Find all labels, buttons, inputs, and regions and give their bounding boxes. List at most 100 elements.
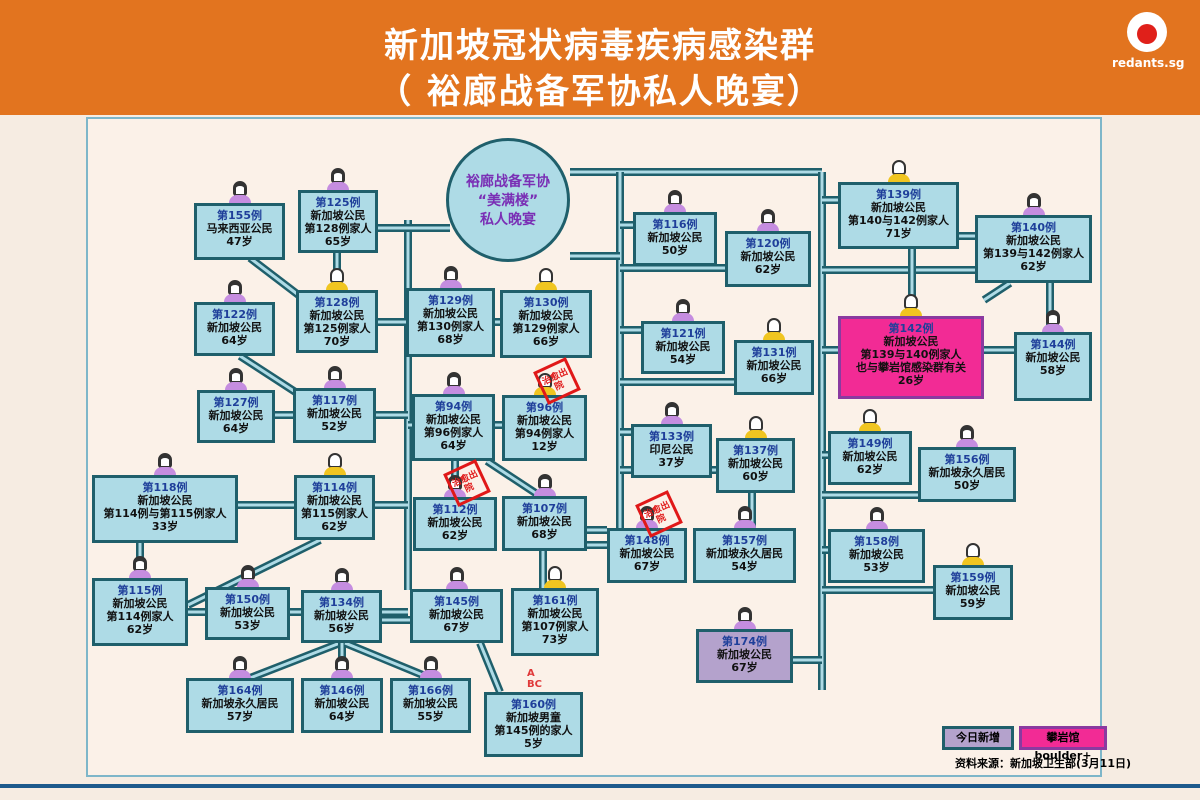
case-number: 第166例 — [408, 684, 453, 697]
case-number: 第139例 — [876, 188, 921, 201]
female-avatar-icon — [533, 474, 557, 496]
case-detail: 62岁 — [126, 623, 154, 636]
case-detail: 新加坡公民 — [208, 409, 264, 422]
case-detail: 67岁 — [443, 621, 470, 634]
female-avatar-icon — [756, 209, 780, 231]
female-avatar-icon — [1022, 193, 1046, 215]
case-detail: 52岁 — [321, 420, 348, 433]
case-detail: 新加坡男童 — [506, 711, 561, 724]
female-avatar-icon — [663, 190, 687, 212]
case-number: 第140例 — [1011, 221, 1056, 234]
case-detail: 新加坡公民 — [307, 494, 362, 507]
female-avatar-icon — [442, 372, 466, 394]
case-detail: 新加坡公民 — [112, 597, 168, 610]
case-detail: 50岁 — [661, 244, 689, 257]
case-detail: 第139与142例家人 — [983, 247, 1084, 260]
cluster-origin-circle: 裕廊战备军协 “美满楼” 私人晚宴 — [446, 138, 570, 262]
case-detail: 26岁 — [897, 374, 925, 387]
case-number: 第155例 — [217, 209, 262, 222]
case-detail: 新加坡公民 — [207, 321, 262, 334]
female-avatar-icon — [671, 299, 695, 321]
case-number: 第128例 — [314, 296, 360, 309]
ant-logo-icon — [1127, 12, 1167, 52]
case-detail: 新加坡公民 — [740, 250, 796, 263]
male-avatar-icon — [961, 543, 985, 565]
case-detail: 第107例家人 — [521, 620, 589, 633]
connector-line — [239, 354, 301, 397]
female-avatar-icon — [635, 506, 659, 528]
connector-line — [344, 641, 431, 680]
male-avatar-icon — [899, 294, 923, 316]
case-detail: 第96例家人 — [423, 426, 484, 439]
case-detail: 第139与140例家人 — [860, 348, 962, 361]
case-number: 第149例 — [847, 437, 893, 450]
case-detail: 新加坡公民 — [429, 608, 484, 621]
female-avatar-icon — [419, 656, 443, 678]
case-number: 第144例 — [1030, 338, 1076, 351]
case-detail: 67岁 — [731, 661, 758, 674]
redants-logo: redants.sg — [1112, 12, 1184, 70]
case-detail: 新加坡公民 — [427, 516, 483, 529]
male-avatar-icon — [323, 453, 347, 475]
female-avatar-icon — [153, 453, 177, 475]
case-detail: 第114例与第115例家人 — [103, 507, 227, 520]
case-detail: 12岁 — [531, 440, 558, 453]
case-detail: 新加坡公民 — [426, 413, 481, 426]
case-detail: 新加坡公民 — [655, 340, 711, 353]
case-detail: 新加坡公民 — [883, 335, 939, 348]
case-detail: 印尼公民 — [649, 443, 694, 456]
origin-line-3: 私人晚宴 — [480, 212, 536, 228]
female-avatar-icon — [733, 506, 757, 528]
case-detail: 37岁 — [658, 456, 685, 469]
case-number: 第161例 — [532, 594, 578, 607]
case-detail: 新加坡公民 — [619, 547, 675, 560]
case-detail: 47岁 — [226, 235, 253, 248]
case-detail: 第114例家人 — [106, 610, 174, 623]
case-number: 第131例 — [751, 346, 797, 359]
case-detail: 也与攀岩馆感染群有关 — [856, 361, 966, 374]
case-detail: 新加坡公民 — [1025, 351, 1081, 364]
case-detail: 新加坡公民 — [518, 309, 574, 322]
case-number: 第115例 — [117, 584, 163, 597]
case-number: 第127例 — [213, 396, 259, 409]
title-line-2: （ 裕廊战备军协私人晚宴） — [377, 72, 823, 112]
case-detail: 新加坡永久居民 — [706, 547, 783, 560]
case-detail: 新加坡公民 — [423, 307, 478, 320]
female-avatar-icon — [323, 366, 347, 388]
case-detail: 马来西亚公民 — [206, 222, 273, 235]
female-avatar-icon — [1041, 310, 1065, 332]
case-detail: 58岁 — [1039, 364, 1067, 377]
case-detail: 第129例家人 — [512, 322, 580, 335]
case-number: 第156例 — [944, 453, 990, 466]
male-avatar-icon — [533, 373, 557, 395]
female-avatar-icon — [228, 181, 252, 203]
case-detail: 68岁 — [437, 333, 464, 346]
case-number: 第125例 — [315, 196, 361, 209]
female-avatar-icon — [223, 280, 247, 302]
case-detail: 新加坡公民 — [220, 606, 275, 619]
case-detail: 新加坡永久居民 — [928, 466, 1006, 479]
connector-line — [486, 459, 541, 498]
case-detail: 62岁 — [321, 520, 348, 533]
